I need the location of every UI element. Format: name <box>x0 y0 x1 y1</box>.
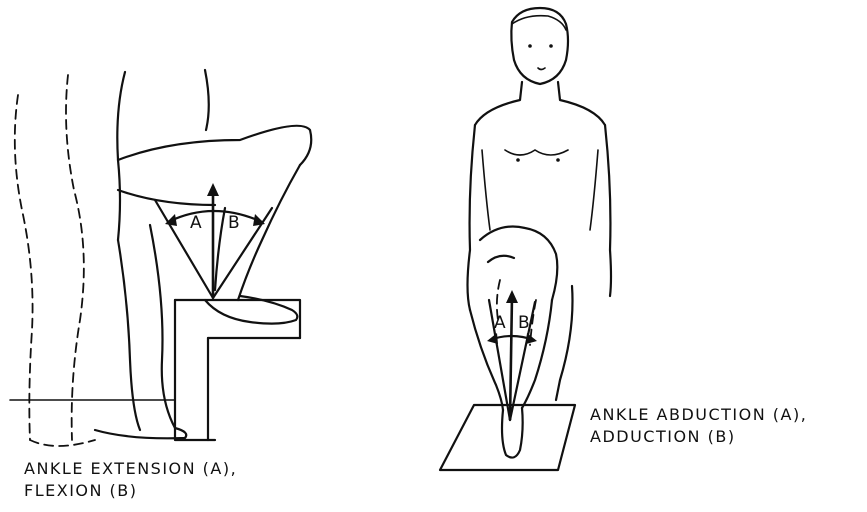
floor-plate <box>440 405 575 470</box>
caption-right-line2: ADDUCTION (B) <box>590 426 807 448</box>
caption-left: ANKLE EXTENSION (A), FLEXION (B) <box>24 458 237 502</box>
axis-arrowhead-right <box>506 290 518 303</box>
abduction-adduction-goniometer: A B <box>487 290 537 420</box>
right-body-outline <box>468 8 612 458</box>
arc-arrow-a-right <box>487 333 498 344</box>
caption-right: ANKLE ABDUCTION (A), ADDUCTION (B) <box>590 404 807 448</box>
label-b-right: B <box>518 313 530 333</box>
caption-left-line1: ANKLE EXTENSION (A), <box>24 458 237 480</box>
label-a-right: A <box>494 313 506 333</box>
caption-left-line2: FLEXION (B) <box>24 480 237 502</box>
caption-right-line1: ANKLE ABDUCTION (A), <box>590 404 807 426</box>
plate-outline <box>440 405 575 470</box>
neutral-axis-right <box>510 296 512 420</box>
